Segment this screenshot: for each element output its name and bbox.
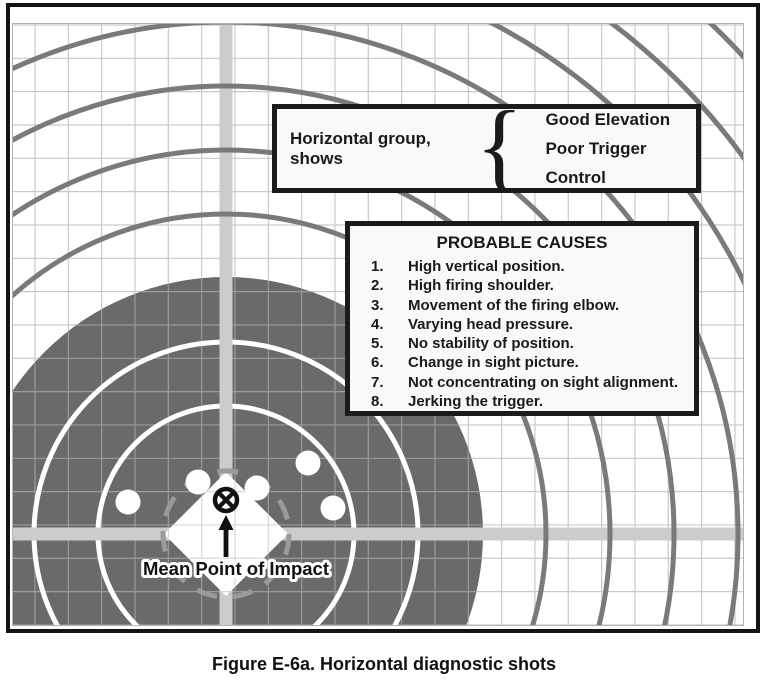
cause-number: 7. (371, 373, 384, 391)
cause-number: 4. (371, 315, 384, 333)
probable-causes-list: 1. High vertical position. 2. High firing s… (350, 257, 694, 411)
target-ring (13, 147, 613, 625)
cause-text: Varying head pressure. (408, 315, 574, 333)
cause-text: No stability of position. (408, 335, 574, 353)
probable-causes-title: PROBABLE CAUSES (436, 233, 608, 252)
cause-number: 5. (371, 335, 384, 353)
vertical-crosshair-band (219, 24, 233, 625)
cause-number: 2. (371, 277, 384, 295)
group-annotation-label: Horizontal group, shows (290, 128, 431, 168)
shot-hole (320, 495, 346, 521)
cause-text: High firing shoulder. (408, 277, 554, 295)
cause-text: Movement of the firing elbow. (408, 296, 620, 314)
cause-number: 1. (371, 258, 384, 275)
cause-text: Jerking the trigger. (408, 393, 544, 411)
cause-number: 3. (371, 296, 384, 314)
shot-group-dashed-circle (160, 468, 292, 600)
brace-glyph: { (475, 89, 524, 201)
shot-hole (295, 450, 321, 476)
cause-item: 3. Movement of the firing elbow. (350, 296, 694, 315)
probable-causes-box: PROBABLE CAUSES 1. High vertical position… (345, 221, 699, 416)
shot-hole (185, 469, 211, 495)
horizontal-crosshair-band (13, 527, 743, 541)
cause-item: 8. Jerking the trigger. (350, 392, 694, 411)
cause-item: 6. Change in sight picture. (350, 353, 694, 372)
mpi-label-halo: Mean Point of Impact (143, 558, 329, 579)
mpi-arrow (218, 515, 234, 557)
cause-item: 2. High firing shoulder. (350, 276, 694, 295)
cause-text: High vertical position. (408, 258, 565, 275)
group-conclusions: Good Elevation Poor Trigger Control (545, 105, 696, 192)
target-ring (13, 83, 677, 625)
cause-number: 8. (371, 393, 384, 411)
mpi-label: Mean Point of Impact (143, 558, 329, 579)
figure-caption: Figure E-6a. Horizontal diagnostic shots (211, 654, 557, 674)
shot-hole (115, 489, 141, 515)
conclusion-line: Poor Trigger Control (545, 139, 647, 187)
group-annotation-box: Horizontal group, shows { Good Elevation… (272, 89, 701, 201)
mean-point-of-impact-marker (212, 486, 240, 514)
cause-item: 4. Varying head pressure. (350, 315, 694, 334)
cause-item: 1. High vertical position. (350, 257, 694, 276)
cause-item: 7. Not concentrating on sight alignment. (350, 373, 694, 392)
target-ring (13, 211, 549, 625)
cause-text: Change in sight picture. (408, 354, 579, 372)
cause-text: Not concentrating on sight alignment. (408, 373, 678, 391)
cause-number: 6. (371, 354, 384, 372)
conclusion-line: Good Elevation (545, 110, 671, 129)
target-ring (13, 24, 741, 625)
cause-item: 5. No stability of position. (350, 334, 694, 353)
shot-hole (244, 475, 270, 501)
